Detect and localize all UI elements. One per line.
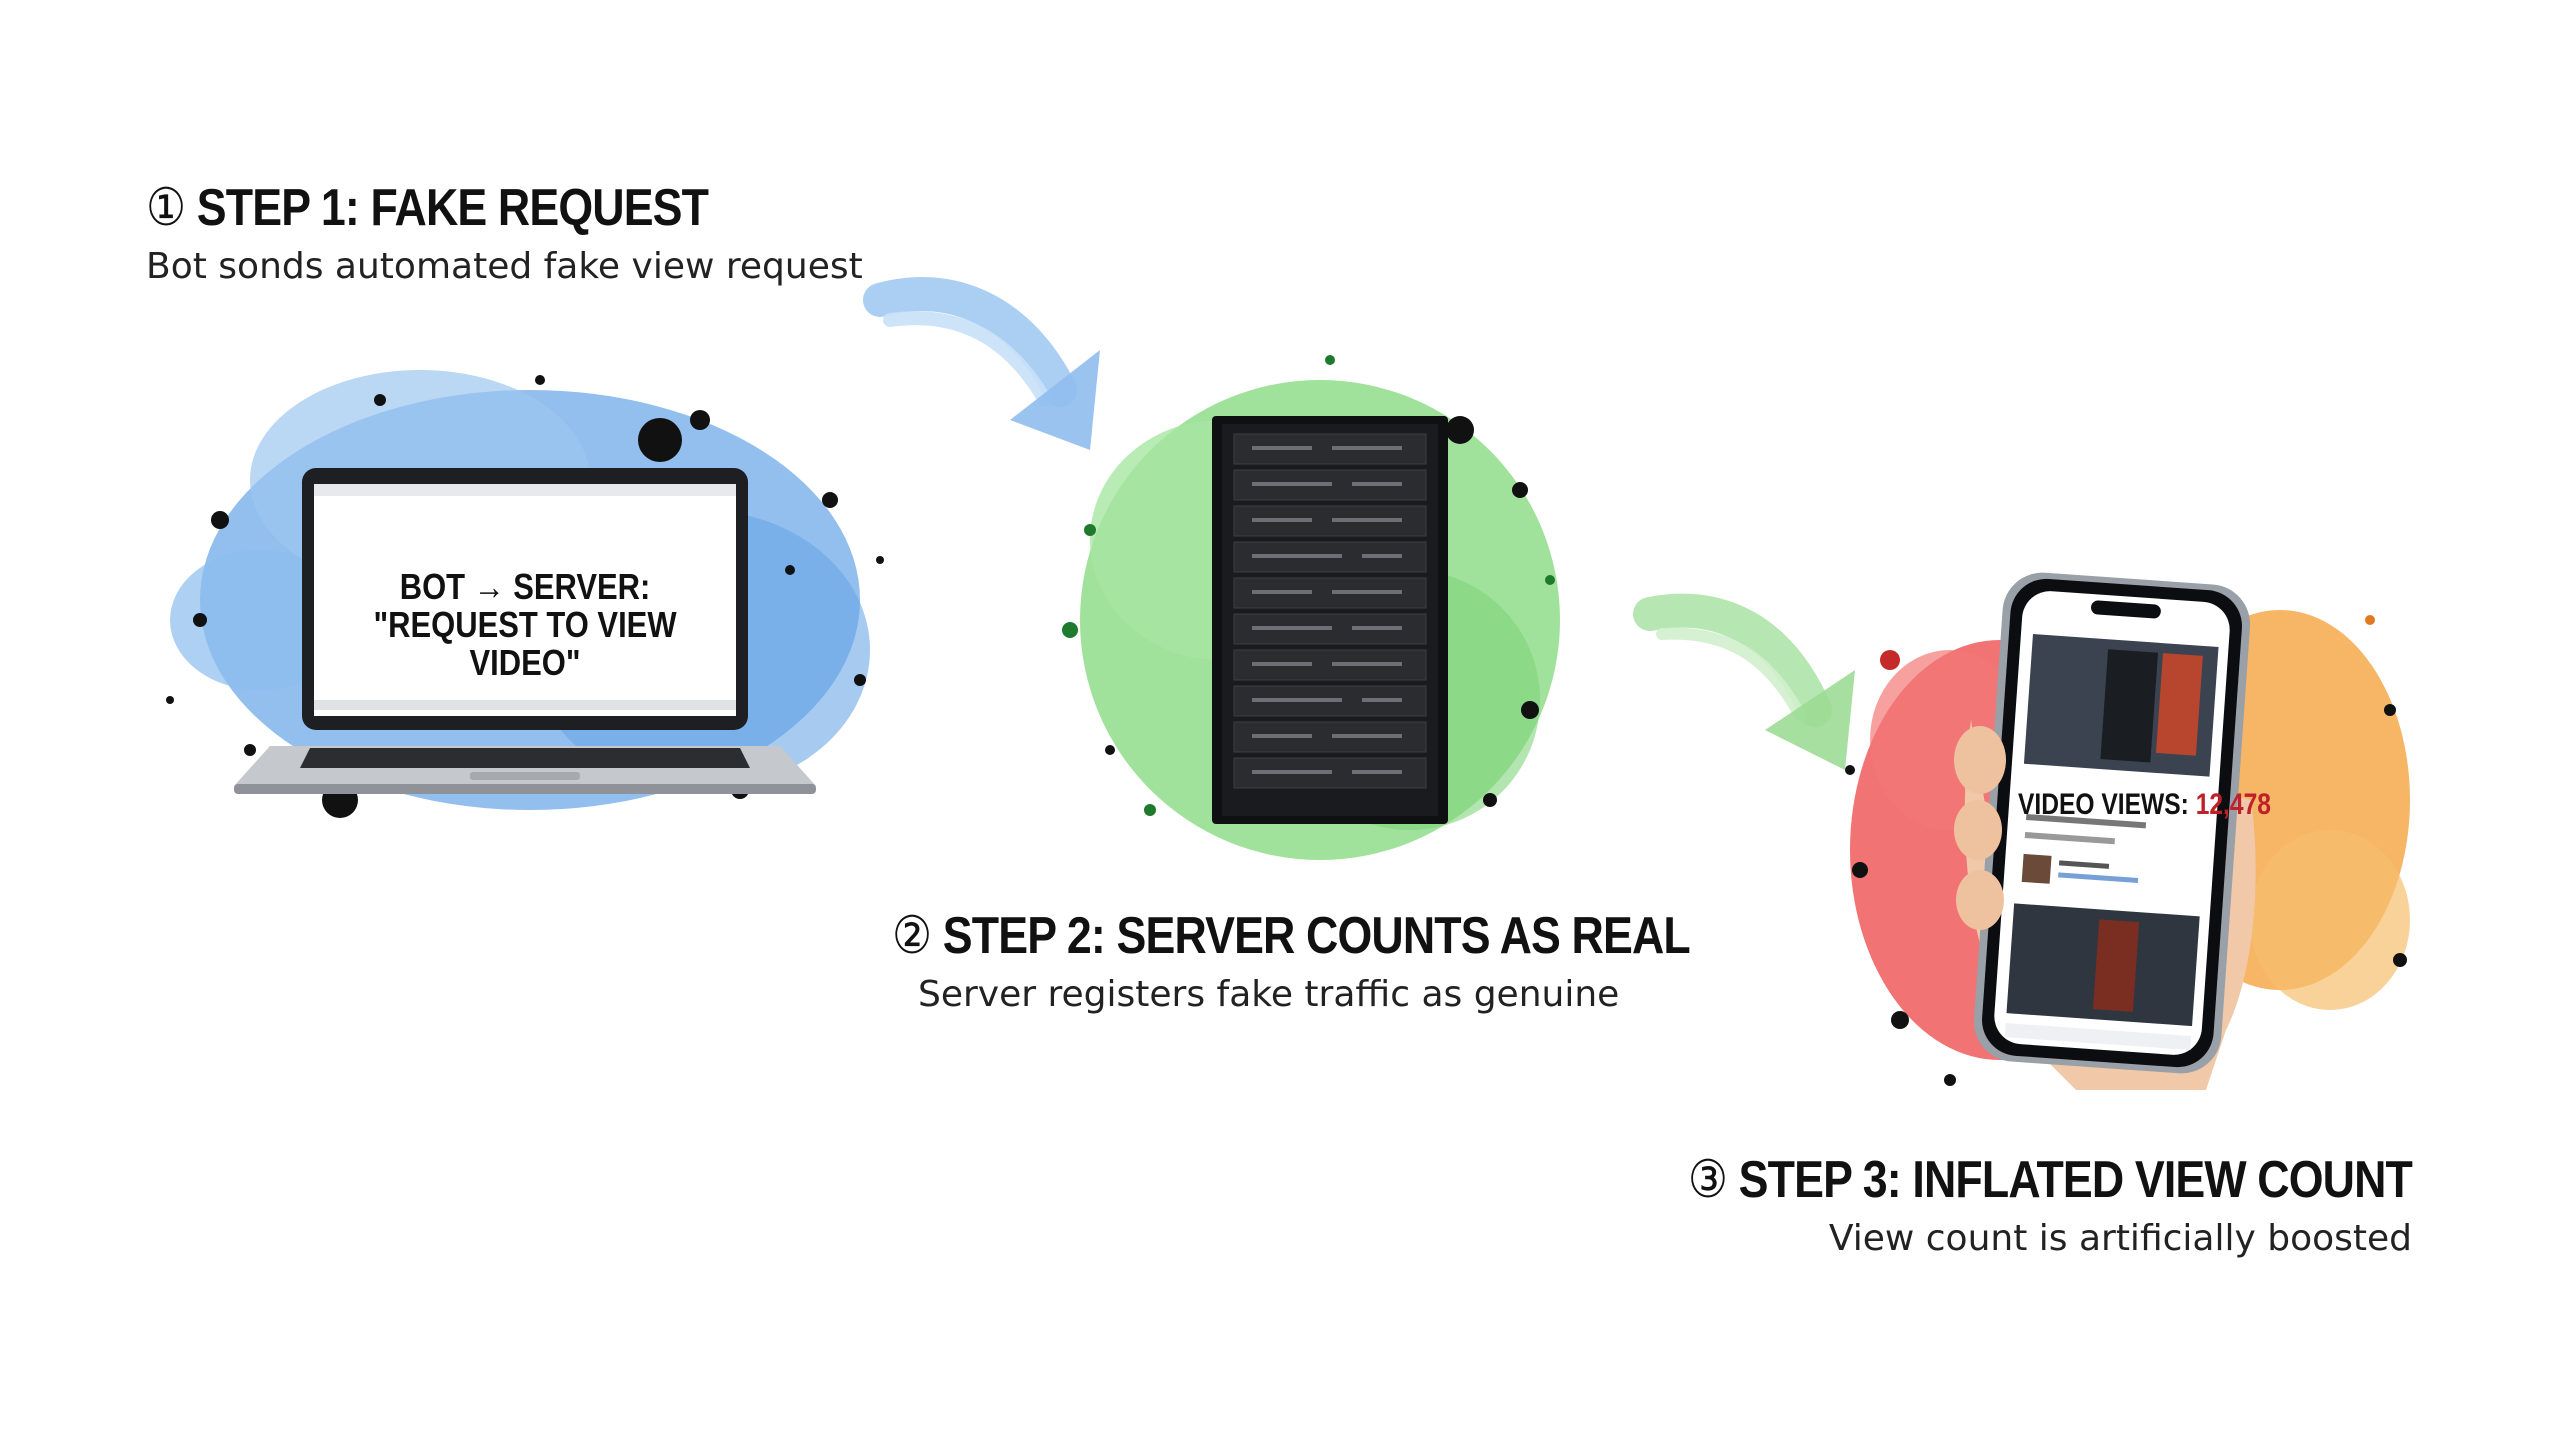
video-views-readout: VIDEO VIEWS: 12,478: [2018, 788, 2271, 822]
laptop-screen-line-2: "REQUEST TO VIEW VIDEO": [373, 604, 677, 683]
step-3-subtitle: View count is artificially boosted: [1828, 1218, 2412, 1259]
step-3-title: ③ STEP 3: INFLATED VIEW COUNT: [1687, 1150, 2413, 1210]
step-2-title-text: STEP 2: SERVER COUNTS AS REAL: [942, 907, 1691, 965]
laptop-screen-line-1: BOT → SERVER:: [399, 566, 651, 607]
step-2-number: ②: [892, 907, 932, 965]
step-1-subtitle: Bot sonds automated fake view request: [146, 246, 863, 287]
step-1-number: ①: [146, 179, 186, 237]
video-views-label: VIDEO VIEWS:: [2018, 788, 2189, 821]
laptop: BOT → SERVER: "REQUEST TO VIEW VIDEO": [234, 468, 820, 808]
step-2-title: ② STEP 2: SERVER COUNTS AS REAL: [892, 906, 1691, 966]
video-views-value: 12,478: [2195, 788, 2271, 821]
arrow-1-icon: [863, 277, 1100, 450]
step-1-title: ① STEP 1: FAKE REQUEST: [146, 178, 709, 238]
step-3-number: ③: [1687, 1151, 1728, 1209]
step-1-title-text: STEP 1: FAKE REQUEST: [196, 179, 709, 237]
step-3-title-text: STEP 3: INFLATED VIEW COUNT: [1738, 1151, 2413, 1209]
smartphone: VIDEO VIEWS: 12,478: [1954, 570, 2271, 1100]
server-rack-icon: [1212, 416, 1448, 824]
step-2-subtitle: Server registers fake traffic as genuine: [918, 974, 1620, 1015]
arrow-2-icon: [1633, 593, 1855, 770]
